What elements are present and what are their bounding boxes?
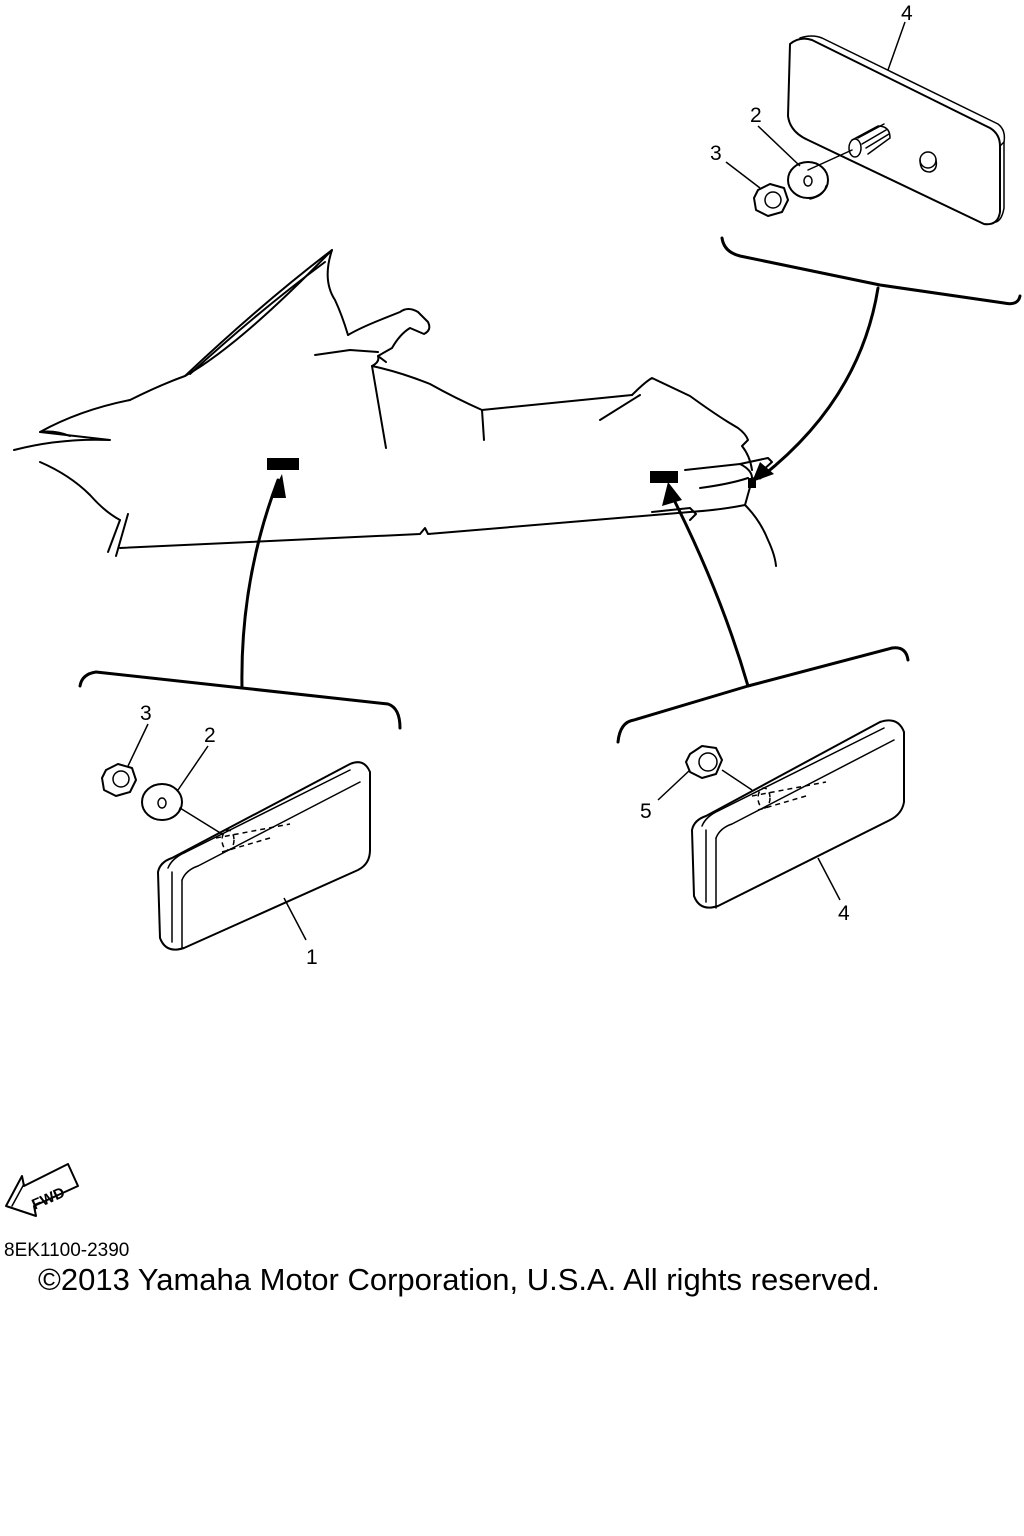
detail-brackets: [78, 236, 1022, 744]
top-reflector-detail: 4 2 3: [710, 2, 1006, 226]
right-reflector: [691, 719, 905, 909]
left-nut: [101, 763, 137, 797]
left-reflector-detail: 3 2 1: [101, 702, 371, 969]
front-reflector-position-mark: [267, 458, 299, 470]
diagram-code: 8EK1100-2390: [4, 1240, 129, 1261]
callout-left-nut: 3: [140, 702, 152, 725]
top-reflector: [787, 35, 1006, 226]
right-stud-hidden: [751, 781, 827, 811]
fwd-arrow-icon: FWD: [5, 1163, 79, 1217]
right-reflector-detail: 5 4: [640, 719, 905, 925]
snowmobile-outline: [13, 249, 777, 567]
left-stud-hidden: [215, 823, 291, 853]
callout-top-washer: 2: [750, 104, 762, 127]
callout-top-nut: 3: [710, 142, 722, 165]
callout-left-washer: 2: [204, 724, 216, 747]
left-washer: [141, 783, 183, 821]
callout-right-reflector: 4: [838, 902, 850, 925]
rear-reflector-position-mark: [650, 471, 678, 483]
rear-end-reflector-position-mark: [748, 478, 756, 488]
right-nut: [685, 745, 723, 779]
fwd-label: FWD: [29, 1184, 67, 1213]
top-washer: [787, 161, 829, 200]
callout-right-nut: 5: [640, 800, 652, 823]
top-stud: [807, 123, 891, 171]
copyright-notice: ©2013 Yamaha Motor Corporation, U.S.A. A…: [38, 1262, 880, 1297]
top-nut: [753, 183, 789, 217]
callout-top-reflector: 4: [901, 2, 913, 25]
location-arrows: [240, 286, 880, 690]
callout-left-reflector: 1: [306, 946, 318, 969]
left-reflector: [157, 761, 371, 951]
